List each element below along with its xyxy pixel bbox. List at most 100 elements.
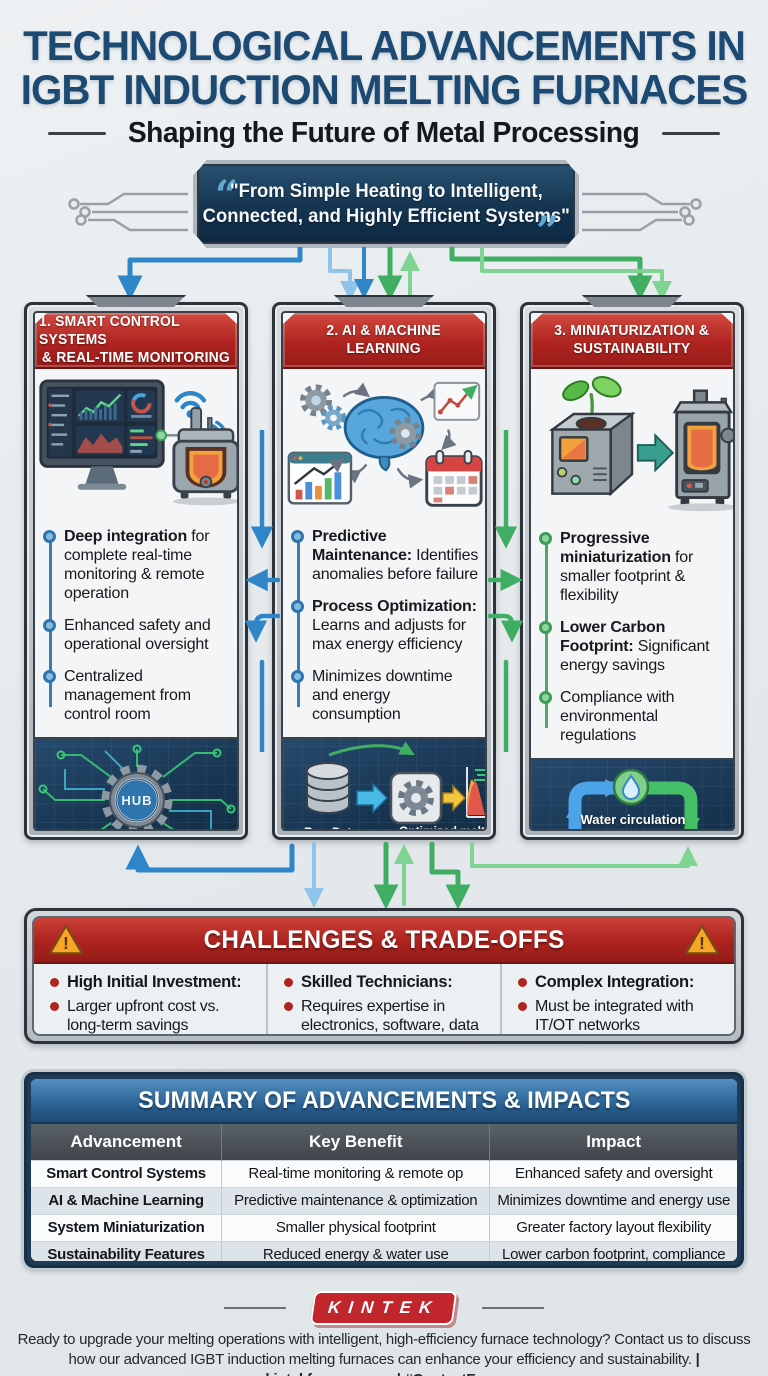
bullet-item: Deep integration for complete real-time … — [43, 527, 231, 603]
kintek-logo: KINTEK — [309, 1291, 459, 1325]
page-subtitle: Shaping the Future of Metal Processing — [128, 116, 640, 149]
gap-connector-right — [488, 430, 524, 752]
top-connector-arrows — [117, 247, 672, 301]
column1-header: 1. SMART CONTROL SYSTEMS & REAL-TIME MON… — [35, 313, 237, 369]
table-cell: Smaller physical footprint — [221, 1213, 491, 1241]
table-cell: Smart Control Systems — [31, 1159, 223, 1187]
summary-header: SUMMARY OF ADVANCEMENTS & IMPACTS — [31, 1079, 737, 1124]
bottom-connector-arrows — [125, 842, 698, 908]
red-bullet-icon — [50, 978, 59, 987]
quote-banner: “ "From Simple Heating to Intelligent, C… — [193, 160, 579, 248]
svg-text:!: ! — [699, 933, 705, 953]
column1-bullet-list: Deep integration for complete real-time … — [35, 521, 237, 737]
summary-table: Advancement Key Benefit Impact Smart Con… — [31, 1124, 737, 1261]
bullet-lead: Lower Carbon Footprint: — [560, 619, 666, 655]
column2-bullet-list: Predictive Maintenance: Identifies anoma… — [283, 521, 485, 737]
subtitle-dash-left — [48, 131, 107, 135]
column3-title-line1: 3. MINIATURIZATION & — [554, 323, 710, 339]
footer-cta: Ready to upgrade your melting operations… — [14, 1330, 754, 1376]
logo-divider-right — [481, 1307, 544, 1309]
kintek-logo-text: KINTEK — [327, 1298, 441, 1317]
table-header-row: Advancement Key Benefit Impact — [31, 1124, 737, 1160]
bullet-rest: Centralized management from control room — [64, 668, 191, 723]
miniaturization-illustration — [531, 369, 733, 523]
red-bullet-icon — [518, 1002, 527, 1011]
red-bullet-icon — [284, 978, 293, 987]
summary-section: SUMMARY OF ADVANCEMENTS & IMPACTS Advanc… — [24, 1072, 744, 1268]
column-header: Advancement — [31, 1124, 223, 1160]
column-header: Key Benefit — [221, 1124, 491, 1160]
column2-title-line1: 2. AI & MACHINE — [326, 323, 442, 339]
table-cell: AI & Machine Learning — [31, 1186, 223, 1214]
footer-cta-text: Ready to upgrade your melting operations… — [17, 1331, 751, 1368]
close-quote-icon: ” — [535, 208, 559, 255]
bullet-dot-icon — [539, 532, 552, 545]
bullet-lead: Process Optimization: — [312, 598, 477, 615]
ai-brain-illustration — [283, 369, 485, 521]
challenge-item: Complex Integration: Must be integrated … — [500, 964, 734, 1034]
bullet-dot-icon — [291, 530, 304, 543]
table-cell: Sustainability Features — [31, 1240, 223, 1261]
challenge-title: Skilled Technicians: — [301, 973, 453, 991]
challenges-title: CHALLENGES & TRADE-OFFS — [203, 925, 565, 954]
bullet-dot-icon — [43, 530, 56, 543]
table-row: Smart Control Systems Real-time monitori… — [31, 1159, 737, 1187]
footer-contact-tag[interactable]: #ContactForm — [405, 1371, 503, 1376]
footer-separator: | — [393, 1371, 405, 1376]
footer-website-link[interactable]: kintekfurnace.com — [265, 1371, 393, 1376]
column1-title-line1: 1. SMART CONTROL SYSTEMS — [39, 314, 180, 348]
hub-circuit-panel: HUB — [35, 737, 237, 829]
table-cell: Real-time monitoring & remote op — [221, 1159, 491, 1187]
bullet-rest: Identifies anomalies before failure — [312, 547, 479, 583]
column-miniaturization: 3. MINIATURIZATION & SUSTAINABILITY — [520, 302, 744, 840]
circuit-trace-right — [582, 192, 702, 232]
bullet-lead: Progressive miniaturization — [560, 530, 671, 566]
bullet-item: Compliance with environmental regulation… — [539, 688, 727, 745]
bullet-dot-icon — [539, 621, 552, 634]
bullet-rest: Minimizes downtime and energy consumptio… — [312, 668, 453, 723]
column-ai-ml: 2. AI & MACHINE LEARNING — [272, 302, 496, 840]
raw-data-label: Raw Data — [289, 825, 373, 829]
table-cell: Enhanced safety and oversight — [489, 1159, 737, 1187]
bullet-dot-icon — [43, 670, 56, 683]
page-title-line2: IGBT INDUCTION MELTING FURNACES — [20, 66, 749, 113]
bullet-item: Enhanced safety and operational oversigh… — [43, 616, 231, 654]
monitor-furnace-illustration — [35, 369, 237, 521]
subtitle-dash-right — [661, 131, 720, 135]
warning-triangle-icon: ! — [48, 924, 84, 955]
column-header: Impact — [489, 1124, 737, 1160]
table-cell: System Miniaturization — [31, 1213, 223, 1241]
water-circulation-panel: Water circulation — [531, 758, 733, 829]
column3-header: 3. MINIATURIZATION & SUSTAINABILITY — [531, 313, 733, 369]
column2-title-line2: LEARNING — [346, 341, 422, 357]
challenge-desc: Larger upfront cost vs. long-term saving… — [67, 998, 220, 1034]
column2-header: 2. AI & MACHINE LEARNING — [283, 313, 485, 369]
summary-title: SUMMARY OF ADVANCEMENTS & IMPACTS — [137, 1086, 631, 1114]
bullet-lead: Predictive Maintenance: — [312, 528, 412, 564]
data-pipeline-panel: Raw Data Optimized melt profiles — [283, 737, 485, 829]
bullet-rest: for complete real-time monitoring & remo… — [64, 528, 210, 602]
column3-bullet-list: Progressive miniaturization for smaller … — [531, 523, 733, 758]
column-smart-control: 1. SMART CONTROL SYSTEMS & REAL-TIME MON… — [24, 302, 248, 840]
circuit-trace-left — [68, 192, 188, 232]
bullet-rest: Learns and adjusts for max energy effici… — [312, 617, 466, 653]
table-cell: Reduced energy & water use — [221, 1240, 491, 1261]
table-row: AI & Machine Learning Predictive mainten… — [31, 1186, 737, 1214]
bullet-dot-icon — [539, 691, 552, 704]
challenge-desc: Requires expertise in electronics, softw… — [301, 998, 479, 1034]
table-cell: Lower carbon footprint, compliance — [489, 1240, 737, 1261]
water-circulation-label: Water circulation — [580, 812, 686, 827]
challenge-title: Complex Integration: — [535, 973, 695, 991]
bullet-rest: for smaller footprint & flexibility — [560, 549, 694, 604]
challenges-header: ! CHALLENGES & TRADE-OFFS ! — [34, 918, 734, 964]
challenge-item: Skilled Technicians: Requires expertise … — [266, 964, 500, 1034]
table-cell: Minimizes downtime and energy use — [489, 1186, 737, 1214]
logo-row: KINTEK — [0, 1288, 768, 1328]
logo-divider-left — [224, 1307, 287, 1309]
table-row: System Miniaturization Smaller physical … — [31, 1213, 737, 1241]
bullet-dot-icon — [43, 619, 56, 632]
red-bullet-icon — [518, 978, 527, 987]
quote-line2: Connected, and Highly Efficient Systems" — [202, 206, 570, 227]
hub-label: HUB — [121, 793, 152, 808]
